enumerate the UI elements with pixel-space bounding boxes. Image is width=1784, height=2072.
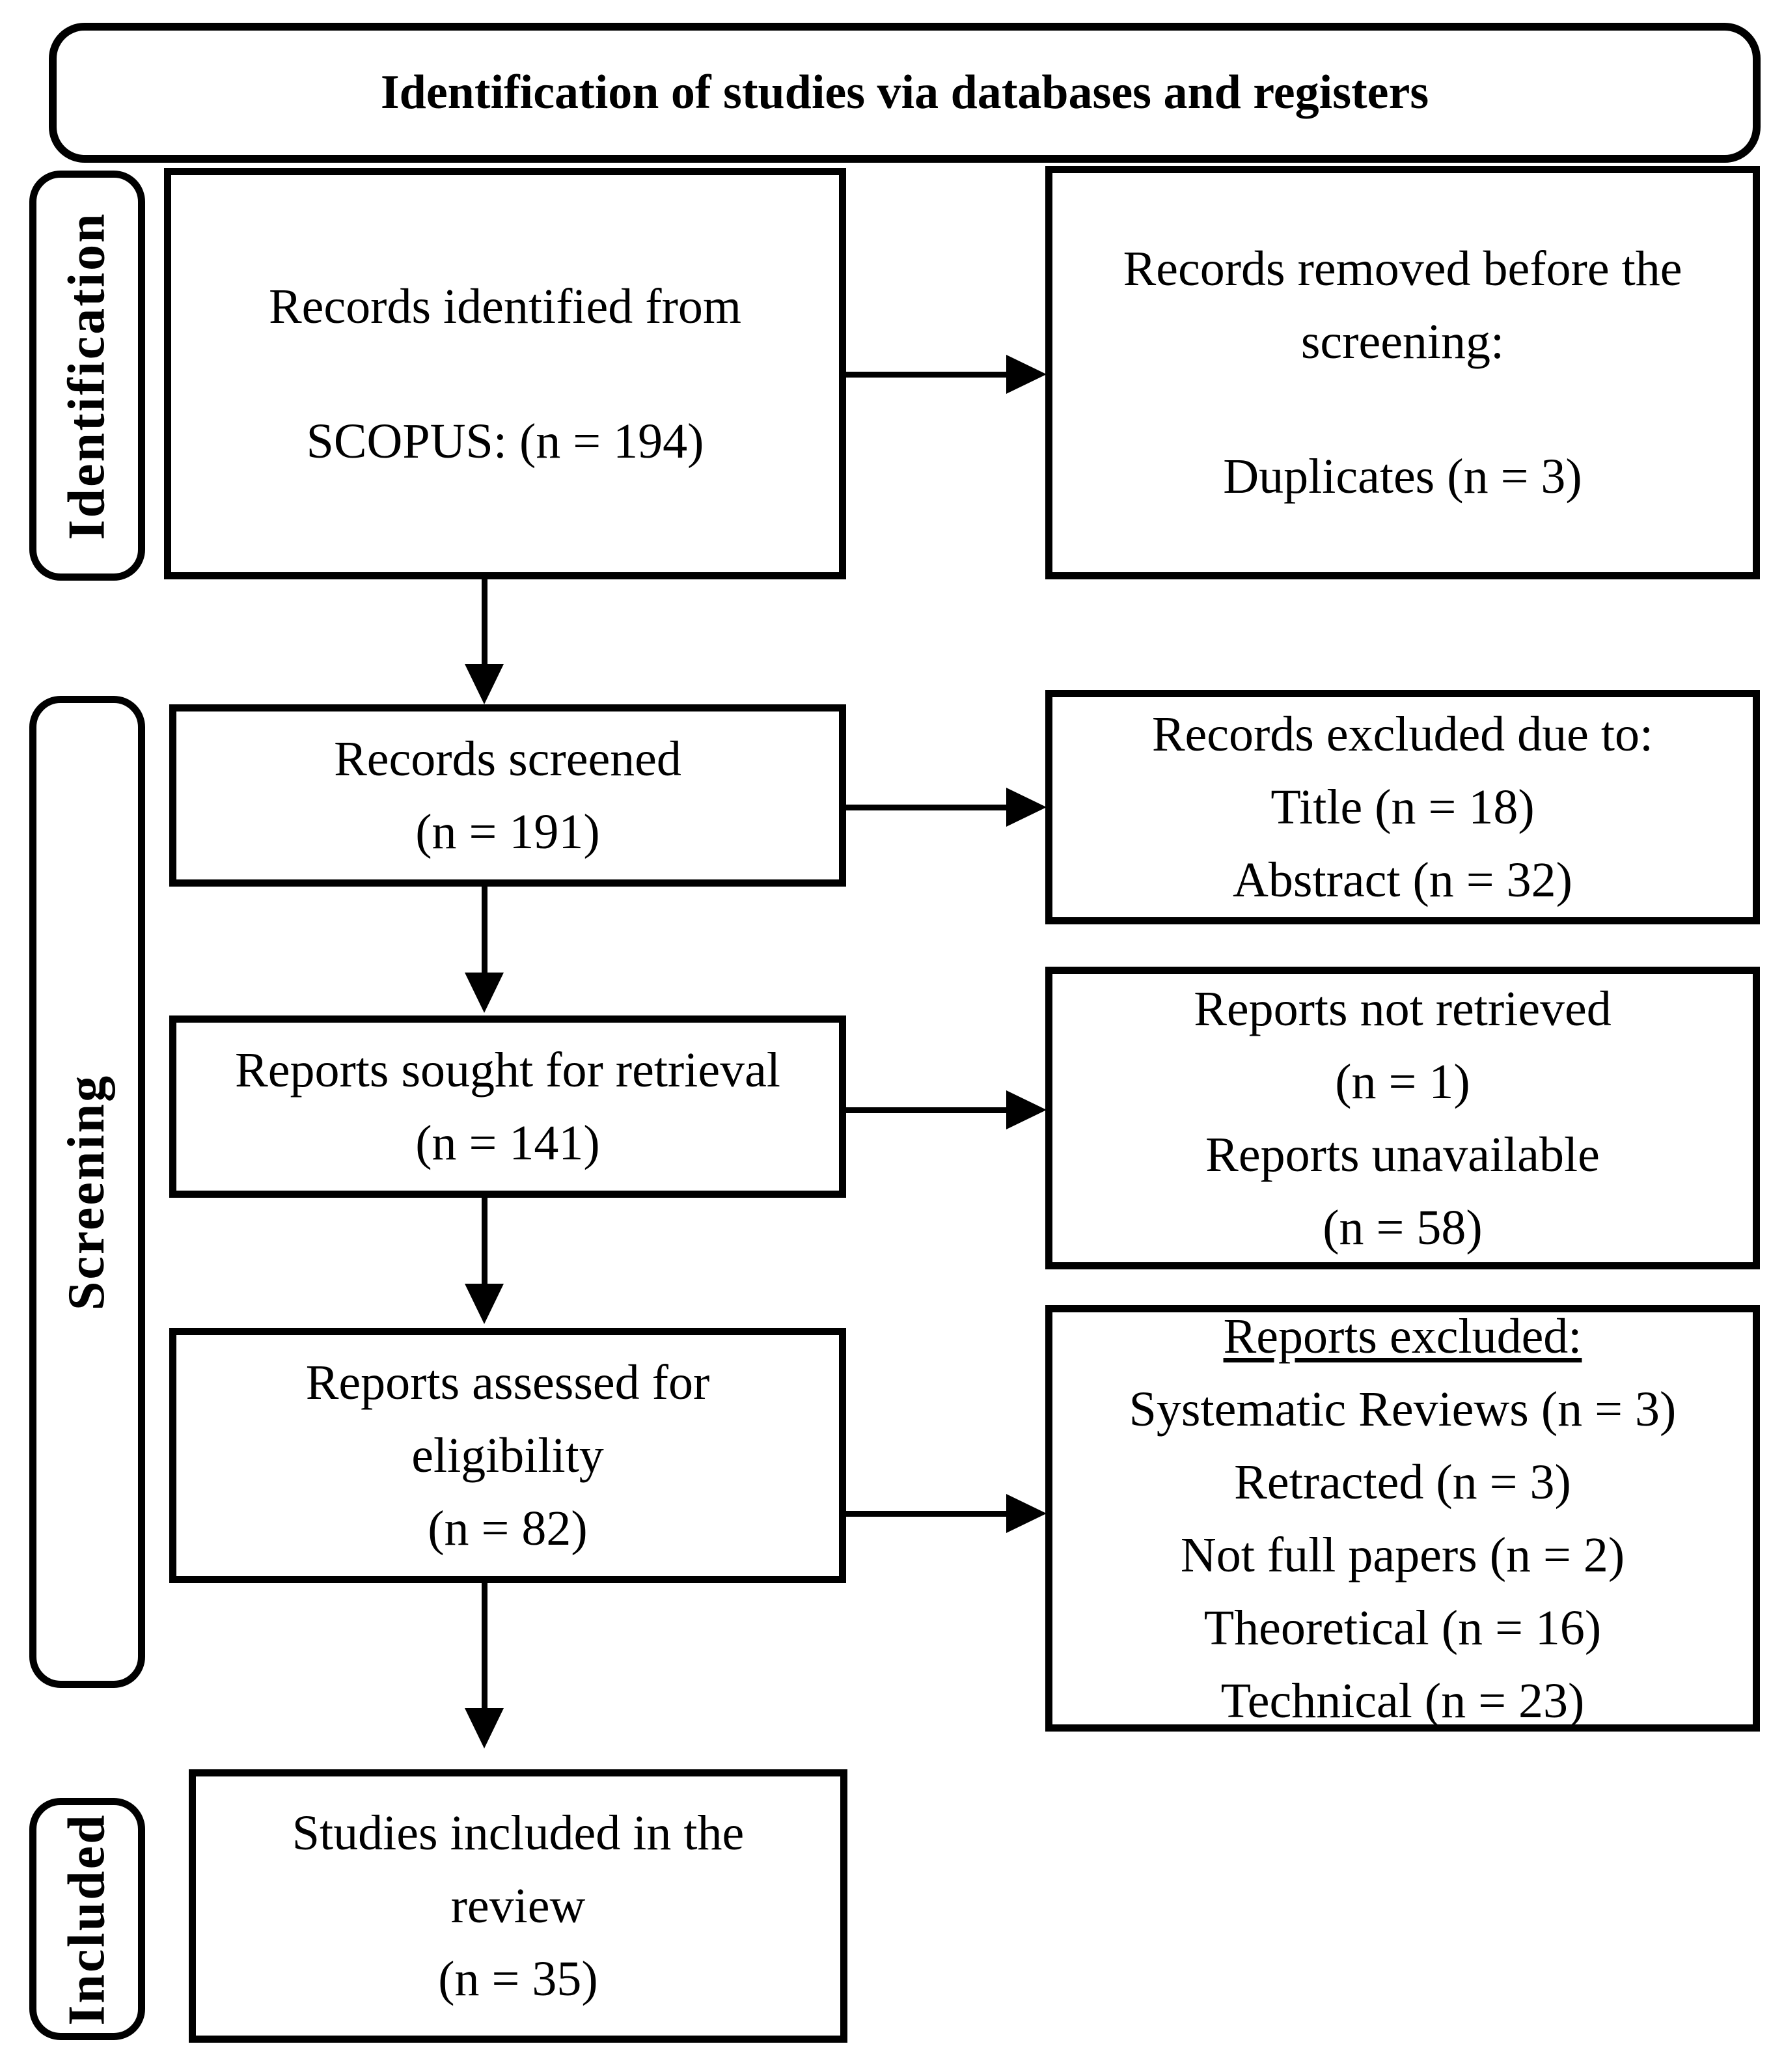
stage-identification-label: Identification [58, 211, 116, 540]
box-line: Records excluded due to: [1151, 707, 1654, 762]
arrow-right-3-head [1006, 1090, 1047, 1129]
arrow-right-1-shaft [846, 372, 1010, 378]
box-line: Technical (n = 23) [1220, 1673, 1585, 1728]
box-reports-not-retrieved: Reports not retrieved (n = 1) Reports un… [1045, 967, 1760, 1269]
stage-included-label: Included [58, 1812, 116, 2026]
box-heading: Reports excluded: [1223, 1308, 1582, 1364]
box-records-excluded: Records excluded due to: Title (n = 18) … [1045, 690, 1760, 924]
box-line: Studies included in the [292, 1806, 745, 1860]
title-text: Identification of studies via databases … [380, 66, 1429, 119]
arrow-down-4-head [465, 1708, 504, 1748]
box-line: Reports not retrieved [1194, 981, 1612, 1036]
arrow-right-2-shaft [846, 805, 1010, 810]
box-line: (n = 191) [415, 805, 600, 859]
box-records-screened: Records screened (n = 191) [169, 704, 846, 887]
arrow-right-3-shaft [846, 1107, 1010, 1113]
box-line: Reports assessed for [305, 1355, 710, 1410]
box-line: Duplicates (n = 3) [1223, 449, 1582, 504]
box-records-removed: Records removed before the screening: Du… [1045, 166, 1760, 579]
arrow-down-2-head [465, 973, 504, 1013]
box-line: Retracted (n = 3) [1234, 1454, 1571, 1510]
box-line: Records screened [334, 732, 681, 786]
box-line: (n = 58) [1323, 1200, 1483, 1255]
box-line: Title (n = 18) [1270, 780, 1535, 835]
box-line: Reports sought for retrieval [235, 1043, 780, 1098]
arrow-down-1-shaft [482, 578, 487, 667]
box-line: (n = 141) [415, 1116, 600, 1170]
stage-identification: Identification [29, 171, 145, 581]
box-line: Records identified from [268, 279, 741, 334]
arrow-down-4-shaft [482, 1583, 487, 1711]
arrow-down-3-head [465, 1284, 504, 1324]
box-reports-sought: Reports sought for retrieval (n = 141) [169, 1015, 846, 1198]
box-line: eligibility [411, 1428, 604, 1483]
box-line: Not full papers (n = 2) [1180, 1527, 1625, 1582]
box-line: Abstract (n = 32) [1233, 853, 1572, 907]
box-line: review [450, 1879, 586, 1933]
box-line: screening: [1300, 314, 1505, 369]
arrow-down-3-shaft [482, 1198, 487, 1286]
arrow-down-2-shaft [482, 887, 487, 975]
box-line: (n = 82) [428, 1501, 588, 1556]
box-line: Reports unavailable [1205, 1127, 1600, 1182]
box-line: SCOPUS: (n = 194) [306, 413, 704, 469]
box-line: Theoretical (n = 16) [1203, 1600, 1602, 1655]
stage-screening: Screening [29, 696, 145, 1688]
title-banner: Identification of studies via databases … [49, 23, 1761, 163]
arrow-right-4-head [1006, 1494, 1047, 1533]
arrow-right-1-head [1006, 355, 1047, 394]
box-line: Records removed before the [1123, 242, 1682, 296]
box-records-identified: Records identified from SCOPUS: (n = 194… [164, 168, 846, 579]
box-reports-assessed: Reports assessed for eligibility (n = 82… [169, 1328, 846, 1583]
arrow-right-2-head [1006, 788, 1047, 827]
box-line: (n = 1) [1335, 1054, 1470, 1109]
stage-screening-label: Screening [58, 1073, 116, 1310]
arrow-down-1-head [465, 664, 504, 704]
box-line: Systematic Reviews (n = 3) [1129, 1381, 1677, 1437]
box-reports-excluded: Reports excluded: Systematic Reviews (n … [1045, 1305, 1760, 1732]
arrow-right-4-shaft [846, 1511, 1010, 1517]
box-line: (n = 35) [438, 1952, 598, 2006]
stage-included: Included [29, 1798, 145, 2040]
box-studies-included: Studies included in the review (n = 35) [189, 1769, 847, 2043]
